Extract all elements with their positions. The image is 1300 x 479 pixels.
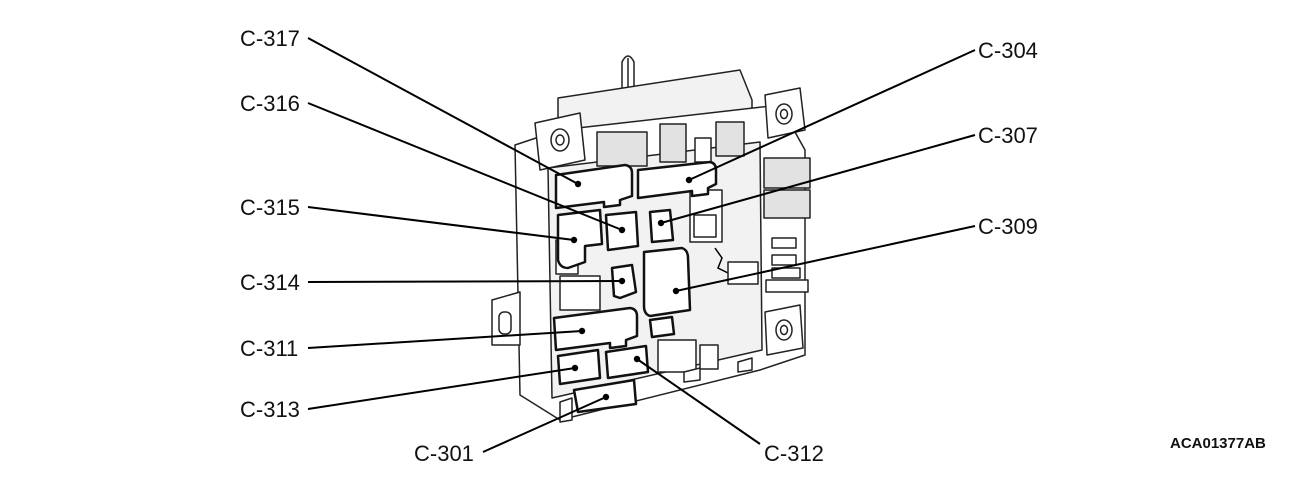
callout-c311: C-311 xyxy=(240,336,298,361)
callout-c301: C-301 xyxy=(414,441,474,466)
callout-c304: C-304 xyxy=(978,38,1038,63)
leader-lines xyxy=(307,37,976,453)
connector-c-lower-right xyxy=(648,315,676,339)
callout-c312: C-312 xyxy=(764,441,824,466)
callout-c317: C-317 xyxy=(240,26,300,51)
figure-code: ACA01377AB xyxy=(1170,435,1266,452)
callout-c315: C-315 xyxy=(240,195,300,220)
connector-c315 xyxy=(556,208,604,270)
callout-c316: C-316 xyxy=(240,91,300,116)
callout-c307: C-307 xyxy=(978,123,1038,148)
connector-c317 xyxy=(554,163,634,210)
callout-c309: C-309 xyxy=(978,214,1038,239)
callout-c313: C-313 xyxy=(240,397,300,422)
connectors xyxy=(552,160,718,414)
connector-c313 xyxy=(556,348,602,386)
connector-c312 xyxy=(604,344,650,380)
callout-c314: C-314 xyxy=(240,270,300,295)
connector-c309 xyxy=(642,246,692,318)
connector-c311 xyxy=(552,306,639,352)
callout-labels: C-317 C-316 C-315 C-314 C-311 C-313 C-30… xyxy=(240,26,1266,466)
